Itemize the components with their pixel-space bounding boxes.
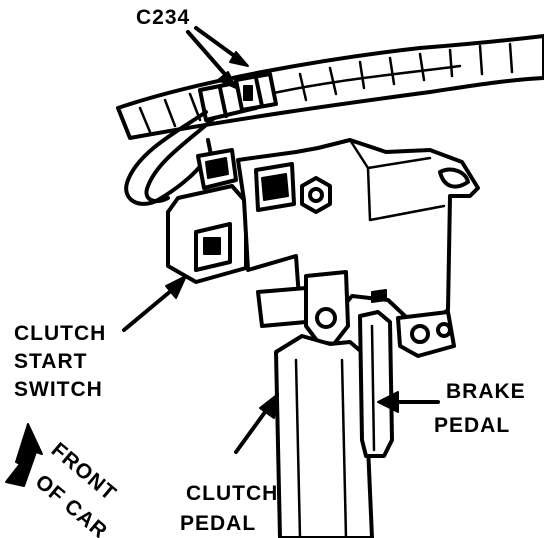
switch-label-line1: CLUTCH [14,322,106,345]
switch-label-line2: START [14,350,87,373]
clutch-pedal-label-line1: CLUTCH [186,482,278,505]
clutch-pedal-label-line2: PEDAL [180,512,256,535]
wiring-harness [116,34,544,140]
clutch-pedal-arrow [234,393,279,454]
brake-label-line1: BRAKE [446,380,526,403]
connector-arrows [186,26,249,89]
switch-arrow [122,275,187,332]
switch-label-line3: SWITCH [14,378,103,401]
brake-label-line2: PEDAL [434,414,510,437]
clutch-start-switch-body [166,148,278,284]
pedal-bracket [236,138,480,358]
brake-arrow [377,391,440,413]
clutch-pedal-arm [274,334,374,538]
brake-pedal-arm [358,310,394,458]
connector-c234 [198,72,278,122]
front-of-car-arrow [5,423,43,487]
connector-label: C234 [136,6,190,29]
